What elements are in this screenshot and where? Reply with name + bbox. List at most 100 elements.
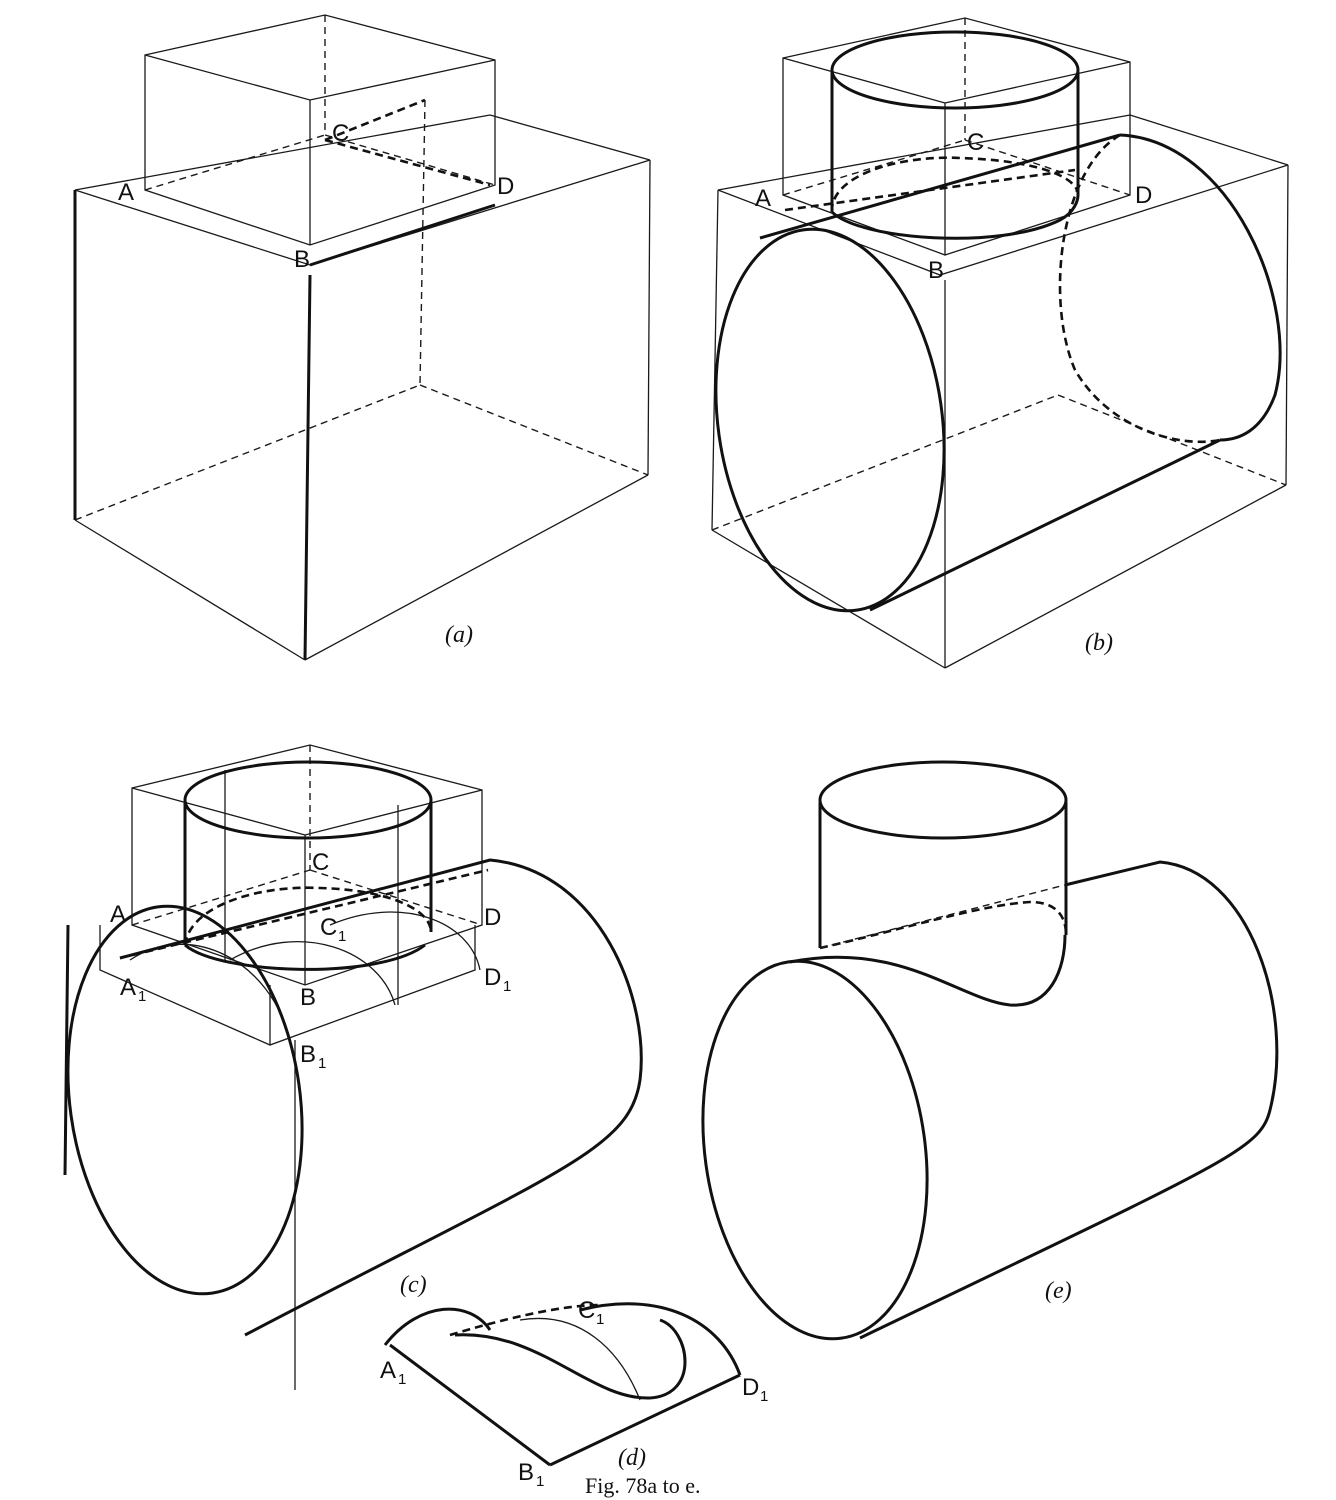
label-b: B: [928, 257, 944, 284]
joint-edge-c-back: [324, 98, 426, 142]
joint-edge-bd: [309, 203, 496, 267]
hidden-joint-line: [784, 168, 1076, 212]
branch-cylinder-bottom-back: [183, 886, 433, 946]
main-cylinder-body: [859, 860, 1279, 1340]
saddle-left-arc: [383, 1307, 492, 1346]
intersection-curve-hidden: [819, 900, 1068, 950]
caption-e: (e): [1045, 1278, 1072, 1304]
lower-box-top-back-left: [74, 114, 491, 191]
upper-box-hidden-bottom-right: [324, 134, 496, 186]
label-b: B: [300, 984, 316, 1011]
branch-cylinder-bottom-front: [830, 194, 1080, 240]
lower-box-front-edge: [303, 274, 312, 661]
label-a: A: [118, 179, 134, 206]
main-cylinder-front-end: [714, 227, 946, 613]
figure-caption: Fig. 78a to e.: [585, 1473, 701, 1498]
saddle-hidden-curve: [449, 1303, 601, 1337]
caption-c: (c): [400, 1272, 427, 1298]
panel-e: (e): [701, 760, 1279, 1341]
saddle-curve-right: [649, 1318, 687, 1400]
upper-box-top-front: [144, 54, 496, 101]
label-a: A: [110, 901, 126, 928]
caption-b: (b): [1085, 630, 1113, 656]
branch-cylinder-top: [830, 30, 1080, 110]
upper-box-outline: [144, 14, 496, 246]
panel-b: A B C D (b): [711, 17, 1289, 669]
main-cylinder-front-end: [66, 904, 304, 1296]
caption-a: (a): [445, 622, 473, 648]
lower-box-top-back-right: [489, 114, 651, 161]
branch-cylinder-top: [183, 760, 433, 840]
lower-box-right-edge: [647, 159, 651, 476]
box-bottom-back-right: [1057, 394, 1287, 486]
saddle-front-edge: [389, 1343, 551, 1467]
label-b1-subscript: 1: [536, 1473, 544, 1490]
reference-line-left: [63, 924, 70, 1176]
intersection-curve-front: [789, 934, 1067, 1007]
panel-d: A 1 B 1 C 1 D 1 (d): [380, 1297, 768, 1490]
panel-c: A B C D A 1 B 1 C 1 D 1 (c): [63, 744, 643, 1390]
label-b1-subscript: 1: [318, 1055, 326, 1072]
main-cylinder-back-end-hidden: [1058, 133, 1221, 444]
upper-box-hidden-bottom-left: [131, 869, 311, 926]
main-cylinder-front-end: [701, 959, 929, 1341]
panel-a: A B C D (a): [73, 14, 651, 661]
box-bottom-front-right: [944, 484, 1287, 669]
upper-box-hidden-bottom-left: [144, 134, 326, 191]
label-a1: A: [380, 1357, 396, 1384]
lower-box-bottom-back-left: [74, 384, 421, 521]
label-c1: C: [578, 1297, 595, 1324]
label-d: D: [497, 173, 514, 200]
hidden-top-line: [819, 884, 1066, 949]
saddle-section-line: [519, 1317, 641, 1401]
label-d1-subscript: 1: [503, 978, 511, 995]
box-top-front: [717, 164, 1289, 276]
main-cylinder-back-end-visible: [1119, 133, 1282, 442]
hidden-joint-line: [119, 868, 489, 960]
label-b1: B: [300, 1041, 316, 1068]
box-right-edge: [1285, 164, 1289, 486]
box-bottom-front-left: [711, 529, 946, 669]
box-left-edge: [711, 189, 719, 531]
label-c: C: [312, 849, 329, 876]
section-arc-3: [329, 911, 481, 971]
label-d: D: [484, 904, 501, 931]
joint-edge-cd: [324, 138, 491, 187]
label-d1: D: [742, 1374, 759, 1401]
branch-cylinder-top: [818, 760, 1068, 840]
main-cylinder-top-line: [759, 133, 1121, 240]
label-c1-subscript: 1: [596, 1311, 604, 1328]
lower-box-bottom-front-right: [304, 474, 649, 661]
saddle-bottom-edge: [549, 1373, 741, 1467]
box-top-back-right: [1129, 114, 1289, 166]
branch-cylinder-bottom-back: [830, 156, 1080, 213]
upper-box-hidden-bottom-right: [964, 139, 1131, 196]
section-arc-2: [229, 941, 396, 1006]
saddle-right-arc: [579, 1302, 742, 1376]
lower-box-hidden-vertical: [419, 99, 426, 386]
caption-d: (d): [618, 1445, 646, 1471]
label-b1: B: [518, 1459, 534, 1486]
label-d1-subscript: 1: [760, 1388, 768, 1405]
label-c1-subscript: 1: [338, 928, 346, 945]
label-a1-subscript: 1: [138, 988, 146, 1005]
branch-cylinder-bottom-front: [184, 943, 426, 971]
lower-box-bottom-back-right: [419, 384, 649, 476]
label-c: C: [332, 120, 349, 147]
label-c: C: [967, 129, 984, 156]
saddle-curve-front: [454, 1333, 651, 1400]
box-bottom-back-left: [711, 394, 1059, 531]
label-a1: A: [120, 974, 136, 1001]
label-b: B: [294, 246, 310, 273]
main-cylinder-body: [119, 858, 643, 1337]
main-cylinder-bottom-line: [869, 438, 1221, 612]
label-d: D: [1135, 182, 1152, 209]
lower-box-bottom-front-left: [74, 519, 306, 661]
label-d1: D: [484, 964, 501, 991]
slab-outline: [99, 925, 476, 1046]
label-a: A: [755, 185, 771, 212]
upper-box-hidden-bottom-left: [782, 139, 966, 196]
label-c1: C: [320, 914, 337, 941]
